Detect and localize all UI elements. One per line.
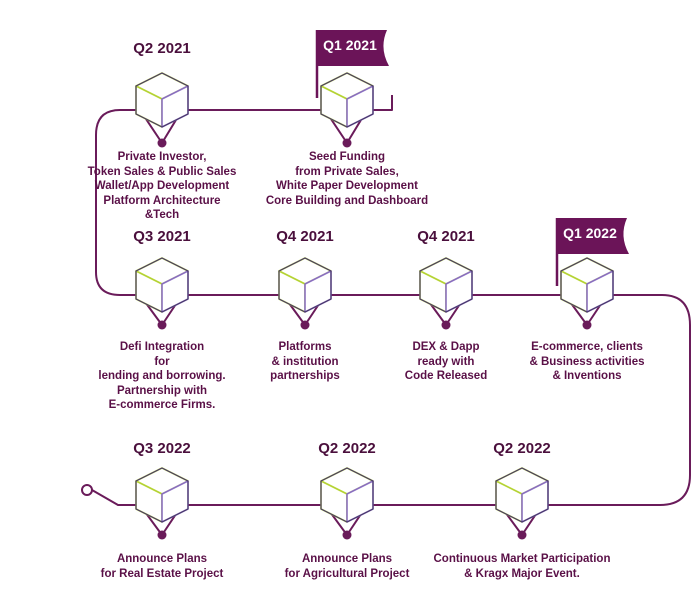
milestone-description-line: partnerships [270,370,340,382]
milestone-description-line: White Paper Development [276,180,418,192]
cube-icon [135,467,189,523]
flag-icon [315,30,389,98]
milestone-description-line: Token Sales & Public Sales [87,165,237,178]
milestone-quarter: Q4 2021 [276,228,334,245]
milestone-description-line: Announce Plans [301,553,393,565]
milestone-dot [441,320,451,330]
milestone-description-line: &Tech [144,209,180,221]
milestone-description-line: Defi Integration [119,341,205,353]
milestone-description-line: Announce Plans [116,553,208,565]
milestone-quarter: Q2 2021 [133,40,191,57]
milestone-description-line: DEX & Dapp [412,341,480,353]
milestone-dot [342,138,352,148]
milestone-description: E-commerce, clients & Business activities… [529,340,644,384]
cube-icon [320,72,374,128]
milestone-description-line: Platform Architecture [103,194,221,207]
milestone-description-line: lending and borrowing. [98,370,226,382]
milestone-description-line: Private Investor, [117,151,207,163]
milestone-description: Defi Integration for lending and borrowing… [98,340,225,413]
milestone-quarter: Q2 2022 [493,440,551,457]
milestone-quarter: Q2 2022 [318,440,376,457]
milestone-dot [582,320,592,330]
milestone-dot [342,530,352,540]
cube-icon [135,257,189,313]
milestone-description-line: Platforms [278,341,332,353]
cube-icon [419,257,473,313]
milestone-dot [157,530,167,540]
milestone-dot [300,320,310,330]
milestone-description: Continuous Market Participation & Kragx M… [434,552,611,581]
milestone-description-line: for [154,355,170,368]
flag-icon [555,218,629,286]
milestone-description-line: Seed Funding [308,151,386,163]
milestone-description-line: Continuous Market Participation [433,553,611,565]
cube-icon [320,467,374,523]
milestone-description: Announce Plans for Agricultural Project [285,552,410,581]
timeline-start-circle [81,484,93,496]
milestone-description-line: from Private Sales, [295,165,399,178]
milestone-description: Seed Funding from Private Sales, White Pap… [266,150,428,208]
milestone-description: Private Investor, Token Sales & Public Sa… [88,150,237,223]
milestone-description-line: Core Building and Dashboard [265,194,429,207]
cube-icon [278,257,332,313]
milestone-dot [157,138,167,148]
milestone-description: Announce Plans for Real Estate Project [101,552,224,581]
milestone-quarter: Q3 2021 [133,228,191,245]
milestone-quarter: Q3 2022 [133,440,191,457]
milestone-description-line: ready with [417,355,475,368]
cube-icon [135,72,189,128]
milestone-description-line: Wallet/App Development [94,180,230,192]
milestone-description: Platforms & institution partnerships [270,340,340,384]
milestone-description-line: Partnership with [116,384,208,397]
milestone-description-line: Code Released [404,370,488,382]
milestone-description-line: for Real Estate Project [100,567,224,580]
milestone-quarter: Q4 2021 [417,228,475,245]
milestone-description-line: for Agricultural Project [284,567,410,580]
milestone-description-line: & Inventions [552,370,622,382]
milestone-description-line: E-commerce Firms. [108,399,216,411]
milestone-dot [517,530,527,540]
milestone-quarter: Q1 2022 [563,225,617,241]
cube-layer [135,30,629,540]
milestone-description-line: & institution [271,355,339,368]
milestone-description-line: & Business activities [529,355,645,368]
cube-icon [495,467,549,523]
milestone-quarter: Q1 2021 [323,37,377,53]
cube-icon [560,257,614,313]
milestone-description-line: & Kragx Major Event. [464,567,580,580]
milestone-description-line: E-commerce, clients [531,341,643,353]
milestone-dot [157,320,167,330]
